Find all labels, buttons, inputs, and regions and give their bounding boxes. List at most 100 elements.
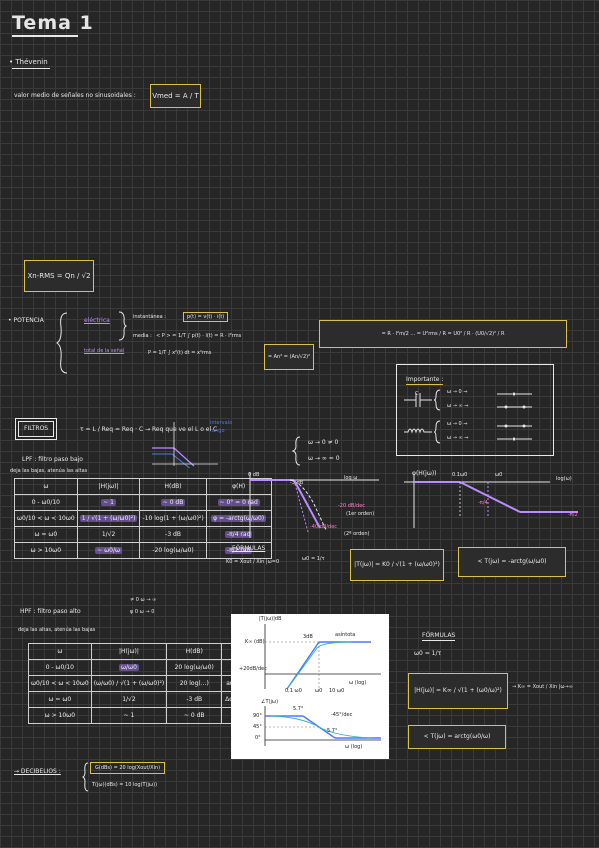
- hpf-cell: ω = ω0: [28, 691, 92, 708]
- bode-label: asíntota: [335, 632, 356, 638]
- lpf-graph-label: -40 dB/dec: [310, 524, 338, 530]
- importante-heading: Importante :: [406, 376, 444, 385]
- lpf-phase-label: 0.1ω0: [452, 472, 468, 478]
- tau-small: intervalo: [210, 420, 233, 426]
- bode-tick: 10 ω0: [329, 688, 345, 694]
- senal-formula: P = 1/T ∫ x²(t) dt = x²rms: [148, 350, 212, 356]
- lpf-graph-label: (2º orden): [344, 531, 370, 537]
- bode-label: -45°/dec: [331, 712, 353, 718]
- hpf-limit-0: ≠ 0 ω → ∞: [130, 597, 157, 603]
- hpf-formula-kinf: → K∞ = Xout / Xin |ω→∞: [512, 684, 573, 690]
- hpf-cell: -3 dB: [166, 691, 223, 708]
- valor-medio-box: Vmed = A / T: [150, 84, 201, 108]
- lpf-graph-label: -3 dB: [290, 480, 304, 486]
- lpf-phase-label: ω0: [495, 472, 503, 478]
- lpf-cell: -20 log(ω/ω0): [139, 542, 207, 559]
- bode-tick: 0,1 ω0: [285, 688, 302, 694]
- lpf-phase-graph: [404, 474, 578, 528]
- thevenin-underline: [12, 68, 50, 69]
- senal-result-box: = An² = (An/√2)²: [264, 344, 314, 370]
- bode-label: 3dB: [303, 634, 313, 640]
- hpf-header-db: H(dB): [166, 643, 223, 660]
- media-label: media :: [133, 333, 152, 339]
- hpf-cell: ~ 0 dB: [166, 707, 223, 724]
- potencia-heading: • POTENCIA: [8, 317, 44, 324]
- lpf-cell: 0 - ω0/10: [14, 494, 78, 511]
- lpf-cell: ω0/10 < ω < 10ω0: [14, 510, 78, 527]
- tau-small2: rango: [210, 428, 225, 434]
- decibelios-heading: → DECIBELIOS :: [14, 768, 61, 775]
- lpf-cell: ~ ω0/ω: [95, 547, 122, 554]
- table-row: ω = ω0 1/√2 -3 dB -π/4 rad: [14, 526, 272, 543]
- filtros-limit-0: ω → 0 ≠ 0: [308, 439, 339, 446]
- lpf-graph-label: (1er orden): [346, 511, 375, 517]
- limits-brace-icon: [292, 436, 301, 466]
- decibelios-line-2: T(jω)(dBs) = 10 log(T(jω)): [92, 782, 158, 788]
- hpf-limit-1: ψ 0 ω → 0: [130, 609, 155, 615]
- filtros-limit-1: ω → ∞ = 0: [308, 455, 340, 462]
- hpf-formulas-heading: FÓRMULAS: [422, 632, 456, 641]
- importante-l-row-1: ω → ∞ ⇒: [447, 435, 469, 441]
- decibelios-brace-icon: [82, 762, 89, 792]
- instantanea-box: p(t) = v(t) · i(t): [183, 312, 229, 322]
- table-row: ω > 10ω0 ~ ω0/ω -20 log(ω/ω0) -π/2 rad: [14, 542, 272, 559]
- lpf-header-w: ω: [14, 478, 78, 495]
- page-title: Tema 1: [12, 12, 94, 34]
- bode-plot-image: |T(jω)|dB K∞ (dB) +20dB/dec 3dB asíntota…: [231, 614, 389, 759]
- media-formula: < P > = 1/T ∫ p(t) · i(t) = R · I²rms: [156, 333, 242, 339]
- electrica-brace-icon: [118, 311, 127, 341]
- lpf-table: ω |H(jω)| H(dB) φ(H) 0 - ω0/10 ~ 1 ~ 0 d…: [14, 478, 272, 559]
- lpf-cell: φ = -arctg(ω/ω0): [211, 515, 267, 522]
- instantanea-label: instantánea :: [133, 314, 166, 320]
- lpf-cell: 1/√2: [76, 526, 141, 543]
- lpf-phase-label: -π/4: [478, 500, 488, 506]
- lpf-phase-label: -π/2: [568, 512, 578, 518]
- bode-label: 90°: [253, 713, 262, 719]
- lpf-header-mag: |H(jω)|: [76, 478, 141, 495]
- bode-label: ω (log): [349, 680, 367, 686]
- hpf-header-w: ω: [28, 643, 92, 660]
- bode-label: |T(jω)|dB: [259, 616, 282, 622]
- decibelios-line-1: G(dBs) = 20 log(Xout/Xin): [90, 762, 166, 774]
- potencia-brace-icon: [56, 312, 68, 374]
- bode-label: 5.7°: [293, 706, 304, 712]
- hpf-heading: HPF : filtro paso alto: [20, 608, 81, 615]
- bode-label: 45°: [253, 724, 262, 730]
- importante-l-row-0: ω → 0 ⇒: [447, 421, 468, 427]
- lpf-cell: -3 dB: [139, 526, 207, 543]
- hpf-cell: 20 log(...): [166, 675, 223, 692]
- bode-label: ∠T(jω): [261, 699, 279, 705]
- bode-label: +20dB/dec: [239, 666, 267, 672]
- lpf-cell: ~ 0 dB: [160, 499, 186, 506]
- lpf-cell: ~ 1: [101, 499, 116, 506]
- hpf-magnitude-box: |H(jω)| = K∞ / √(1 + (ω0/ω)²): [408, 673, 508, 709]
- hpf-formula-w0: ω0 = 1/τ: [414, 650, 442, 657]
- bode-label: K∞ (dB): [245, 639, 265, 645]
- bode-tick: ω0: [315, 688, 323, 694]
- lpf-cell: ω = ω0: [14, 526, 78, 543]
- filtros-heading: FILTROS: [18, 421, 55, 437]
- table-row: ω |H(jω)| H(dB) φ(H): [14, 478, 272, 495]
- hpf-cell: ω/ω0: [119, 664, 139, 671]
- potencia-electrica: eléctrica: [84, 317, 110, 324]
- lpf-phase-label: log(ω): [556, 476, 572, 482]
- lpf-cell: ~ 0° = 0 rad: [217, 499, 260, 506]
- lpf-phase-box: < T(jω) = -arctg(ω/ω0): [458, 547, 566, 577]
- tau-formula: τ = L / Req = Req · C → Req que ve el L …: [80, 426, 218, 433]
- hpf-cell: ~ 1: [90, 707, 168, 724]
- importante-c-row-0: ω → 0 ⇒: [447, 389, 468, 395]
- lpf-graph-label: 0 dB: [248, 472, 260, 478]
- lpf-header-db: H(dB): [139, 478, 207, 495]
- table-row: 0 - ω0/10 ~ 1 ~ 0 dB ~ 0° = 0 rad: [14, 494, 272, 511]
- lpf-cell: 1 / √(1 + (ω/ω0)²): [79, 515, 138, 522]
- valor-medio-label: valor medio de señales no sinusoidales :: [14, 92, 136, 99]
- xn-rms-box: Xn-RMS = Qn / √2: [24, 260, 94, 292]
- title-underline: [12, 35, 78, 37]
- bode-label: ω (log): [345, 744, 363, 750]
- lpf-magnitude-graph: [249, 472, 379, 538]
- lpf-cell: ω > 10ω0: [14, 542, 78, 559]
- lpf-graph-label: log ω: [344, 475, 358, 481]
- hpf-cell: ω > 10ω0: [28, 707, 92, 724]
- importante-c-row-1: ω → ∞ ⇒: [447, 403, 469, 409]
- lpf-subtitle: deja las bajas, atenúa las altas: [10, 468, 88, 474]
